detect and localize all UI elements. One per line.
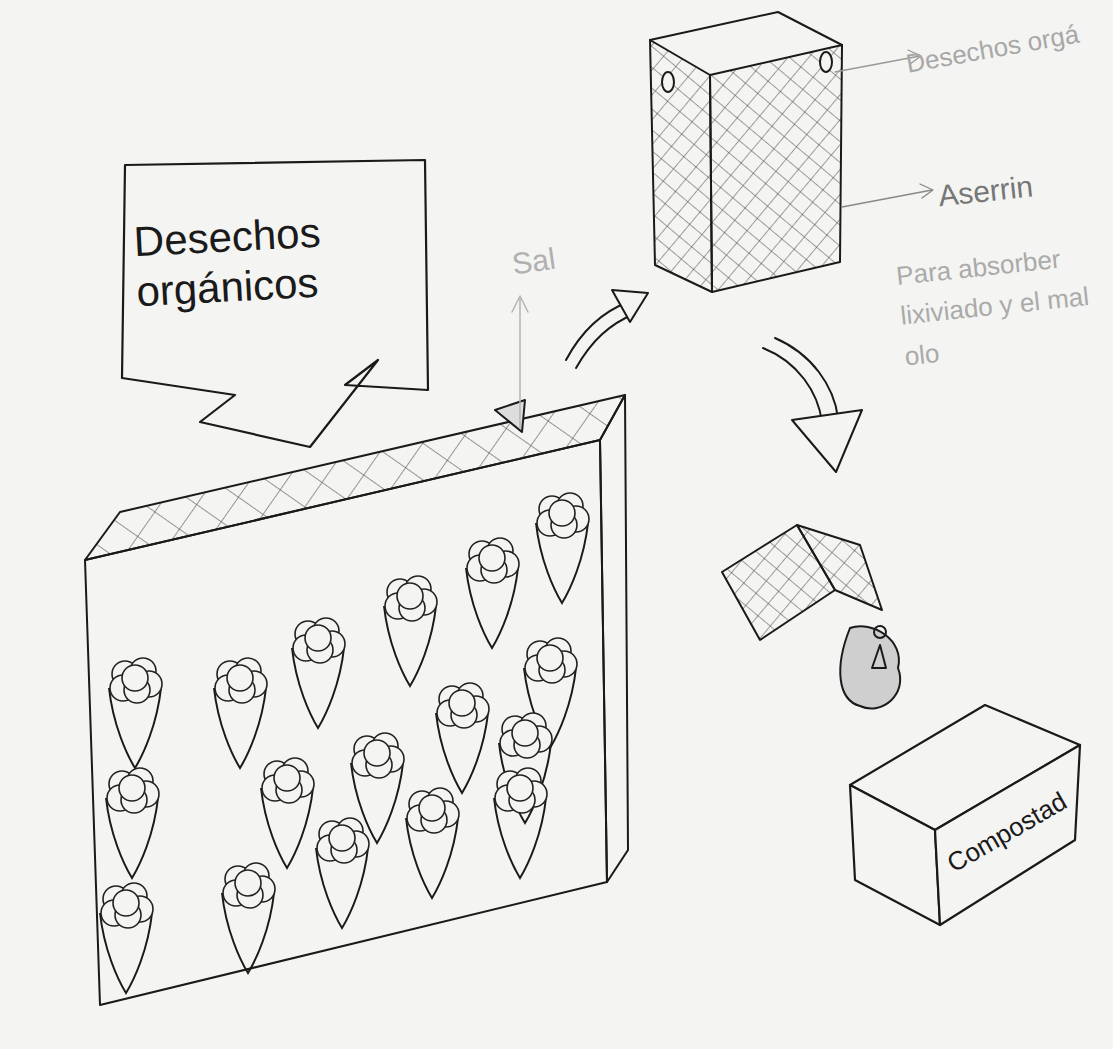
flower-cone: [109, 658, 162, 768]
planter-top: [85, 395, 625, 560]
banner-arrow: Desechos orgánicos: [115, 155, 435, 455]
petal: [397, 583, 423, 609]
petal: [479, 545, 505, 571]
petal: [419, 795, 445, 821]
note-label: Sal: [509, 231, 595, 288]
flow-arrow: [763, 348, 822, 422]
flow-arrow: [775, 338, 838, 418]
petal: [507, 775, 533, 801]
leader-line: [842, 190, 932, 207]
flower-cone: [222, 863, 275, 973]
flower-cone: [214, 658, 267, 768]
note-label: Aserrin: [936, 157, 1100, 220]
petal: [235, 870, 261, 896]
tipped-crate: [797, 525, 882, 610]
flower-cone: [106, 768, 159, 878]
leader-arrowhead: [920, 184, 933, 198]
spill-drop: [872, 645, 886, 668]
planter-front: [85, 440, 607, 1005]
flower-cone: [292, 618, 345, 728]
crate-side: [650, 40, 712, 292]
petal: [305, 625, 331, 651]
flow-arrow: [576, 314, 634, 368]
crate-handle: [662, 72, 674, 92]
sal-arrowhead: [512, 296, 528, 312]
flower-cone: [536, 493, 589, 603]
spill-drop: [874, 626, 886, 638]
outline-face: [850, 785, 940, 925]
flow-arrowhead: [792, 410, 862, 472]
planter-side: [600, 395, 628, 882]
outline-face: [935, 745, 1080, 925]
petal: [449, 690, 475, 716]
petal: [274, 765, 300, 791]
flower-cone: [494, 768, 547, 878]
flower-cone: [436, 683, 489, 793]
sal-arrow: [519, 298, 521, 428]
flower-cone: [261, 758, 314, 868]
flower-cone: [466, 538, 519, 648]
petal: [113, 890, 139, 916]
note-label: Desechos orgá: [903, 9, 1112, 84]
flower-cone: [406, 788, 459, 898]
flower-cone: [100, 883, 153, 993]
flow-arrow: [566, 302, 628, 360]
crate-front: [710, 45, 842, 292]
outline-face: [122, 160, 428, 447]
compost-bin: Compostad: [845, 695, 1090, 935]
node-label: Desechos orgánicos: [133, 203, 418, 318]
petal: [364, 740, 390, 766]
crate-handle: [820, 52, 832, 72]
flower-cone: [384, 576, 437, 686]
flower-cone: [316, 818, 369, 928]
flow-arrowhead: [612, 290, 648, 322]
compost-spill: [840, 626, 900, 708]
petal: [122, 665, 148, 691]
petal: [329, 825, 355, 851]
petal: [549, 500, 575, 526]
petal: [537, 645, 563, 671]
petal: [119, 775, 145, 801]
crate-rim: [650, 12, 842, 45]
petal: [512, 720, 538, 746]
petal: [227, 665, 253, 691]
note-label: Para absorber lixiviado y el mal olo: [894, 235, 1111, 377]
